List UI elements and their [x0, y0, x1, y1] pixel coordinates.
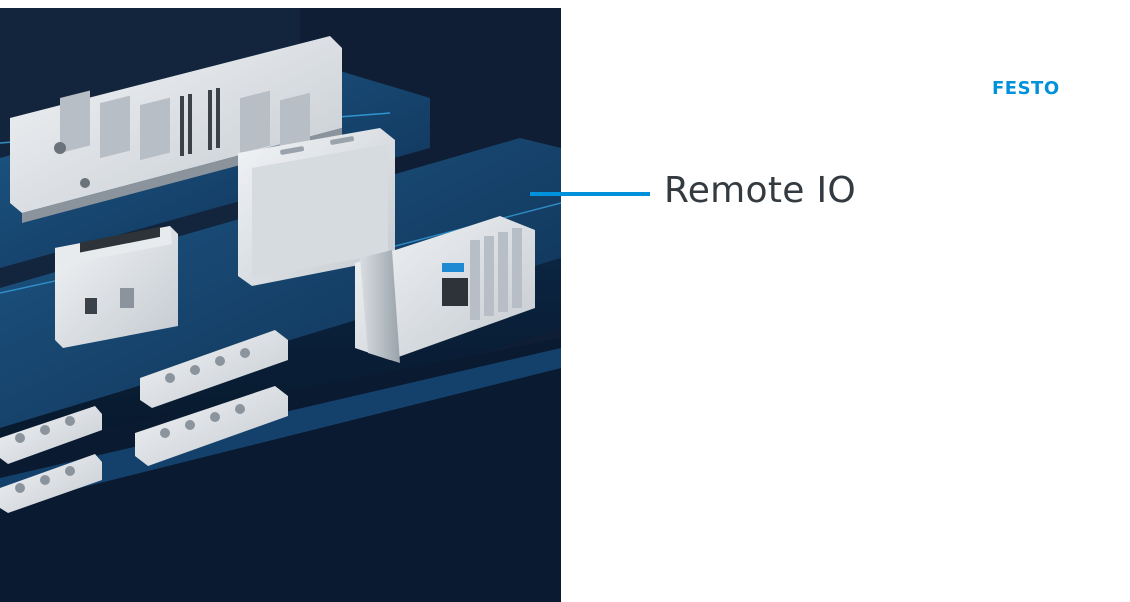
- festo-logo: FESTO: [992, 78, 1060, 99]
- callout-line: [530, 192, 650, 196]
- product-photo: [0, 8, 561, 602]
- compact-controller: [55, 226, 178, 348]
- io-link-modules: [0, 330, 288, 513]
- operator-panel: [238, 128, 395, 286]
- stand-step-bottom: [0, 338, 561, 602]
- modular-io-controller: [355, 216, 535, 363]
- controller-rack: [10, 36, 342, 223]
- product-photo-illustration: [0, 8, 561, 602]
- stand-step-middle: [0, 138, 561, 428]
- product-category-label: Remote IO: [664, 170, 856, 211]
